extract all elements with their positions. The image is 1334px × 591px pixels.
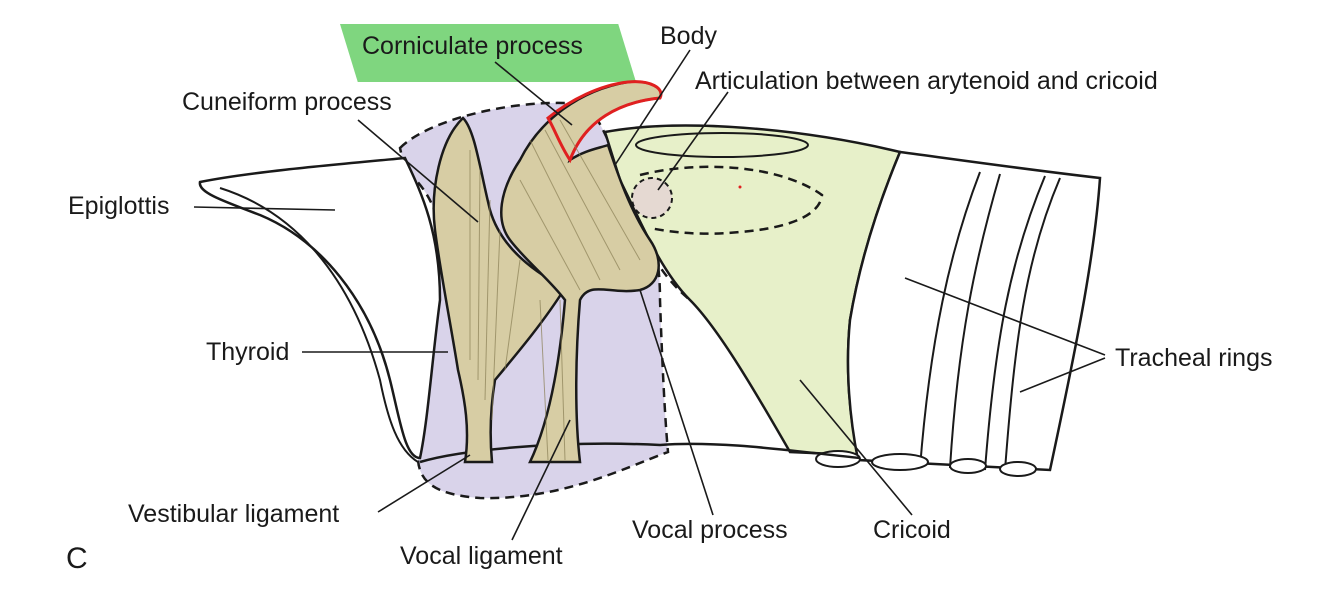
label-vocal-ligament: Vocal ligament (400, 542, 563, 570)
label-vocal-process: Vocal process (632, 516, 788, 544)
cartilage-hatching (469, 119, 641, 461)
label-corniculate-process: Corniculate process (362, 32, 583, 60)
label-epiglottis: Epiglottis (68, 192, 170, 220)
label-body: Body (660, 22, 717, 50)
cuneiform-cartilage (432, 116, 567, 464)
trachea (846, 150, 1102, 472)
label-cricoid: Cricoid (873, 516, 951, 544)
panel-letter: C (66, 542, 88, 575)
label-tracheal-rings: Tracheal rings (1115, 344, 1273, 372)
label-articulation: Articulation between arytenoid and crico… (695, 67, 1158, 95)
corniculate-highlight (340, 24, 636, 82)
label-cuneiform-process: Cuneiform process (182, 88, 392, 116)
articulation-joint (631, 177, 673, 219)
label-vestibular-ligament: Vestibular ligament (128, 500, 340, 528)
leader-lines (193, 49, 1106, 541)
label-thyroid: Thyroid (206, 338, 290, 366)
corniculate-outline (546, 80, 663, 164)
cricoid-rim (635, 132, 809, 158)
epiglottis (198, 156, 442, 460)
